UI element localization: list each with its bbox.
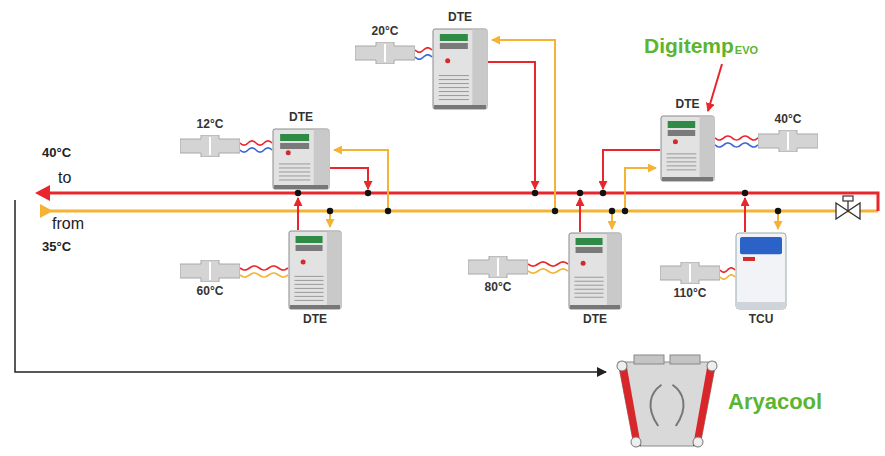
supply-hose [415, 48, 432, 52]
dte-picture [288, 230, 342, 310]
return-hose [528, 269, 568, 273]
header-label: to [58, 169, 71, 187]
dte-picture [432, 28, 488, 110]
cool-drawing [612, 354, 722, 450]
supply-hose [528, 262, 568, 266]
mold: 110°C [660, 262, 720, 301]
mold-drawing [758, 130, 818, 152]
return-hose [415, 55, 432, 59]
mold-picture [758, 130, 818, 152]
dte-drawing [432, 28, 488, 110]
supply-hose [240, 266, 288, 270]
dte-drawing [568, 232, 622, 310]
tcu-drawing [735, 232, 787, 310]
unit-pipes [298, 40, 778, 232]
dte-picture [660, 115, 715, 182]
unit-label: DTE [303, 313, 327, 327]
mold-drawing [660, 262, 720, 284]
valve-symbol [836, 196, 860, 219]
tcu-unit: TCU [735, 232, 787, 327]
header-label: 35°C [42, 240, 71, 255]
cool-picture [612, 354, 722, 450]
header-label: 40°C [42, 146, 71, 161]
mold: 60°C [180, 260, 240, 299]
header-label: from [52, 215, 84, 233]
return-hose [240, 148, 272, 152]
return-hose [240, 273, 288, 277]
cooler-line [15, 200, 606, 372]
product-name: EVO [735, 44, 758, 57]
dte-drawing [272, 128, 330, 190]
mold-picture [660, 262, 720, 284]
mold-drawing [355, 42, 415, 64]
temperature-label: 20°C [372, 25, 399, 39]
unit-label: DTE [583, 313, 607, 327]
mold-drawing [180, 260, 240, 282]
supply-hose [715, 136, 758, 140]
mold-picture [468, 256, 528, 278]
return-hose [720, 275, 735, 279]
dte-picture [568, 232, 622, 310]
mold-picture [355, 42, 415, 64]
temperature-label: 110°C [674, 287, 707, 301]
return-header [40, 204, 878, 218]
callout-arrow [708, 64, 722, 111]
temperature-label: 12°C [197, 118, 224, 132]
dte-drawing [288, 230, 342, 310]
mold: 40°C [758, 113, 818, 152]
dte-unit: DTE [432, 11, 488, 110]
mold: 20°C [355, 25, 415, 64]
mold-picture [180, 260, 240, 282]
unit-label: DTE [448, 11, 472, 25]
dte-unit: DTE [568, 232, 622, 327]
mold: 12°C [180, 118, 240, 157]
supply-hose [720, 268, 735, 272]
dte-unit: DTE [660, 98, 715, 182]
dte-unit: DTE [272, 111, 330, 190]
dte-unit: DTE [288, 230, 342, 327]
unit-label: DTE [289, 111, 313, 125]
mold-picture [180, 135, 240, 157]
mold: 80°C [468, 256, 528, 295]
dte-picture [272, 128, 330, 190]
tcu-picture [735, 232, 787, 310]
mold-drawing [468, 256, 528, 278]
product-name: Aryacool [728, 389, 822, 414]
unit-label: DTE [676, 98, 700, 112]
product-name: Digitemp [644, 34, 734, 58]
unit-label: TCU [749, 313, 774, 327]
mold-drawing [180, 135, 240, 157]
junction-dots [295, 190, 781, 214]
supply-header [35, 185, 878, 211]
temperature-label: 60°C [197, 285, 224, 299]
temperature-label: 40°C [775, 113, 802, 127]
return-hose [715, 143, 758, 147]
supply-hose [240, 141, 272, 145]
cooler: Aryacool [612, 354, 822, 450]
temperature-label: 80°C [485, 281, 512, 295]
dte-drawing [660, 115, 715, 182]
